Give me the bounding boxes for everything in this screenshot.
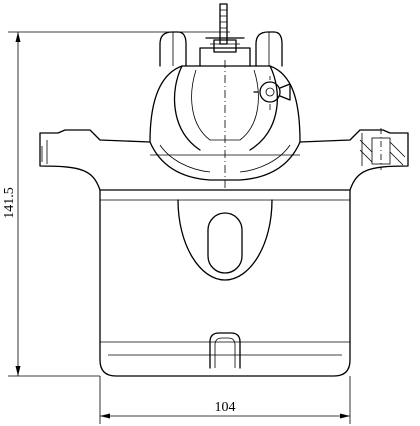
width-dimension: 104 [99, 376, 351, 424]
caliper-body [39, 3, 409, 377]
width-dimension-label: 104 [215, 400, 236, 415]
height-dimension-label: 141.5 [2, 187, 17, 219]
height-dimension: 141.5 [2, 31, 230, 377]
hose-fitting [253, 76, 291, 110]
